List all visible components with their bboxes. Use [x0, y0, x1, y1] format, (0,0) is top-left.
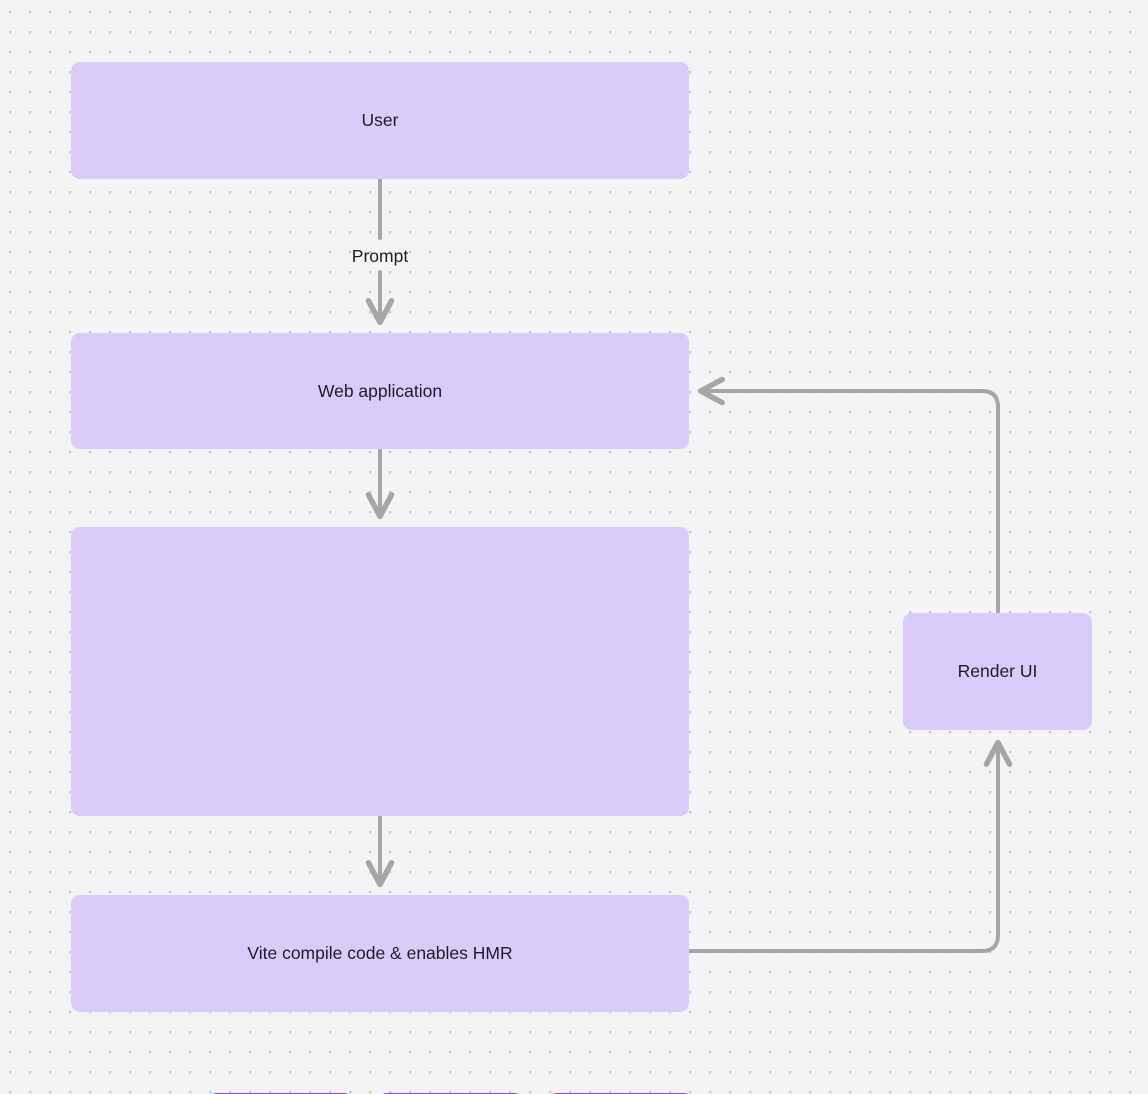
node-render-ui[interactable]: Render UI [903, 613, 1092, 730]
node-react-components-group[interactable]: HTML = structure CSS = Styles & Layouts … [71, 527, 693, 1094]
node-web-application-label: Web application [317, 380, 443, 401]
node-vite[interactable]: Vite compile code & enables HMR [71, 895, 689, 1012]
node-vite-label: Vite compile code & enables HMR [247, 943, 513, 964]
node-user-label: User [361, 110, 399, 131]
edge-render-ui-to-web-application [697, 376, 1000, 615]
node-render-ui-label: Render UI [957, 661, 1038, 682]
node-user[interactable]: User [71, 62, 689, 179]
node-web-application[interactable]: Web application [71, 333, 689, 449]
edge-vite-to-render-ui [688, 739, 1013, 953]
edge-label-prompt: Prompt [351, 246, 409, 266]
